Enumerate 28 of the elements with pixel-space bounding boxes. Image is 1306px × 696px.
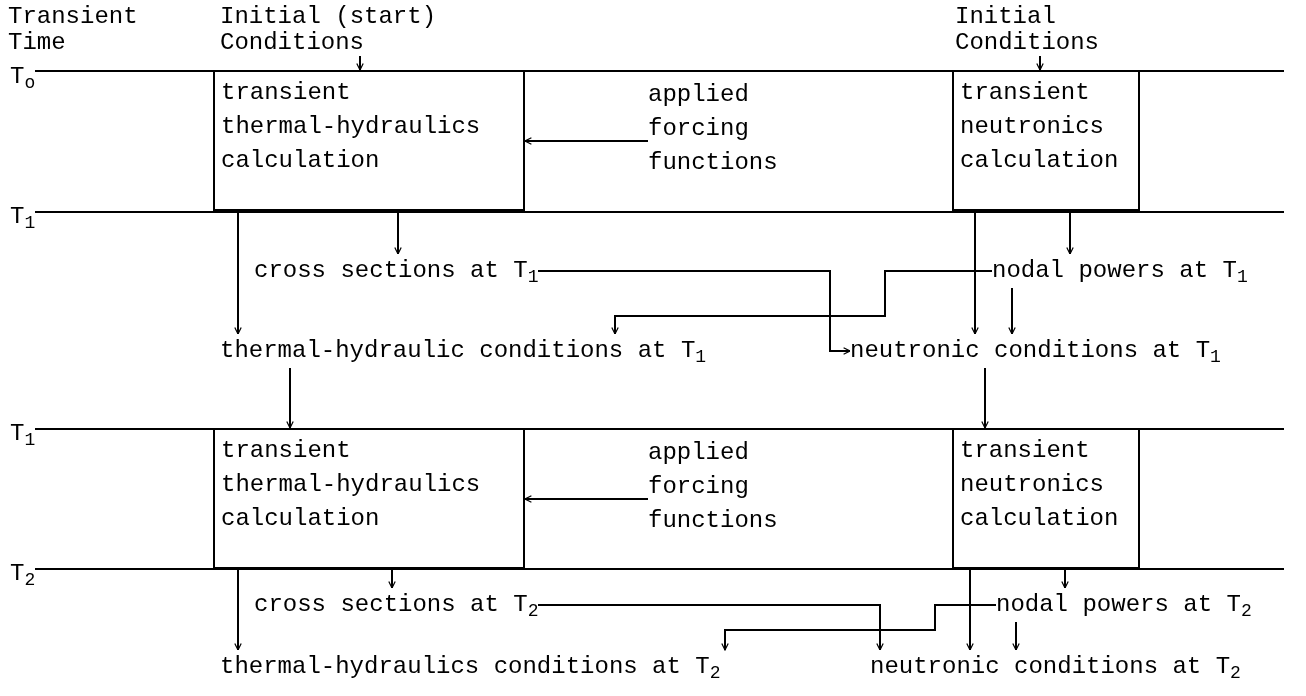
arrow xyxy=(611,270,993,335)
arrow xyxy=(721,604,997,651)
arrow xyxy=(1008,287,1016,335)
arrow xyxy=(537,270,851,355)
process-box: transient thermal-hydraulics calculation xyxy=(213,70,525,211)
input-label: applied forcing functions xyxy=(648,78,828,180)
arrow xyxy=(981,367,989,429)
arrow xyxy=(537,604,884,651)
arrow xyxy=(388,568,396,589)
input-label: applied forcing functions xyxy=(648,436,828,538)
arrow xyxy=(971,210,979,335)
arrow xyxy=(966,568,974,651)
arrow xyxy=(1061,568,1069,589)
arrow xyxy=(524,137,649,145)
arrow xyxy=(356,55,364,71)
arrow xyxy=(234,210,242,335)
arrow xyxy=(1036,55,1044,71)
arrow xyxy=(286,367,294,429)
condition-label: Initial Conditions xyxy=(955,4,1115,56)
process-box: transient neutronics calculation xyxy=(952,70,1140,211)
arrow xyxy=(524,495,649,503)
process-box: transient thermal-hydraulics calculation xyxy=(213,428,525,569)
process-box: transient neutronics calculation xyxy=(952,428,1140,569)
arrow xyxy=(394,210,402,255)
arrow xyxy=(1066,210,1074,255)
arrow xyxy=(234,568,242,651)
arrow xyxy=(1012,621,1020,651)
condition-label: Initial (start) Conditions xyxy=(220,4,450,56)
